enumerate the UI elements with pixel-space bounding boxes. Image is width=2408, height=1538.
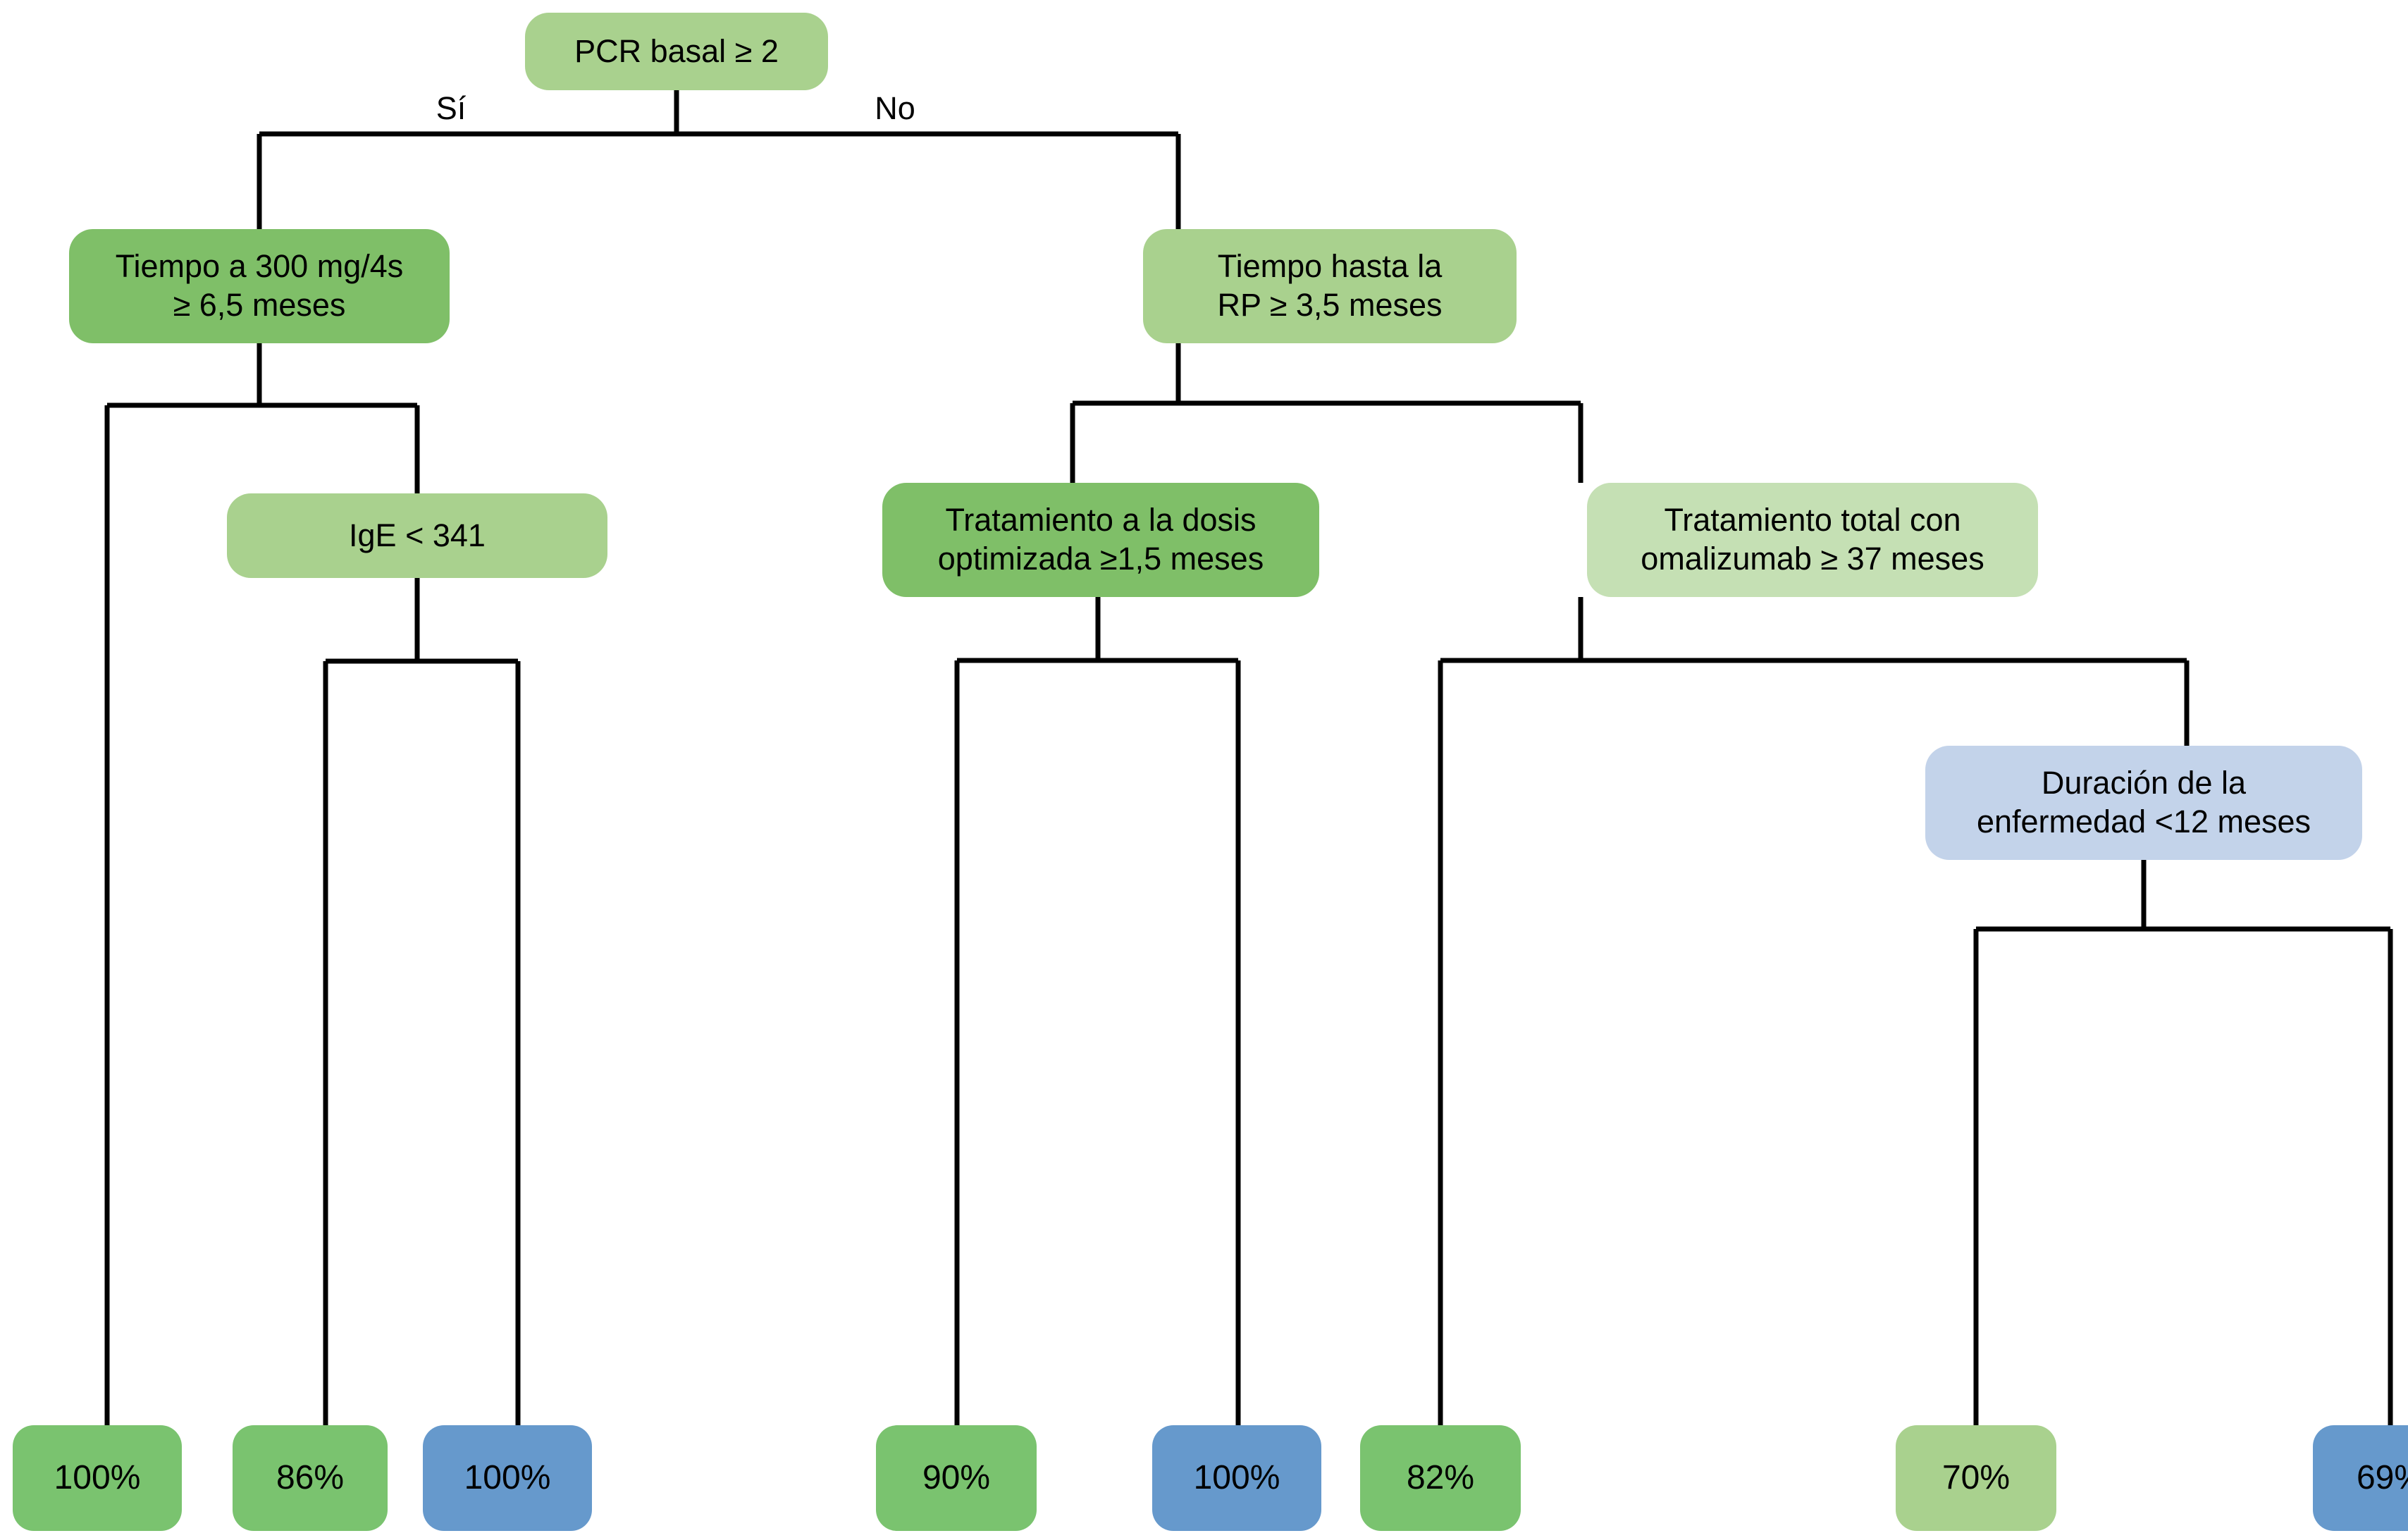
leaf-node-1-value: 100% <box>54 1458 141 1496</box>
leaf-node-5[interactable]: 100% <box>1152 1425 1321 1531</box>
branch-label-yes: Sí <box>436 90 467 126</box>
node-ige[interactable]: IgE < 341 <box>227 493 607 578</box>
leaf-node-6[interactable]: 82% <box>1360 1425 1521 1531</box>
leaf-node-4[interactable]: 90% <box>876 1425 1037 1531</box>
node-dosis-optimizada-label: Tratamiento a la dosis optimizada ≥1,5 m… <box>937 502 1264 577</box>
node-root[interactable]: PCR basal ≥ 2 <box>525 13 828 90</box>
branch-label-no: No <box>875 90 915 126</box>
leaf-node-3-value: 100% <box>464 1458 551 1496</box>
leaf-node-1[interactable]: 100% <box>13 1425 182 1531</box>
node-tratamiento-total[interactable]: Tratamiento total con omalizumab ≥ 37 me… <box>1587 483 2038 597</box>
leaf-node-2[interactable]: 86% <box>233 1425 388 1531</box>
leaf-node-2-value: 86% <box>276 1458 345 1496</box>
node-tiempo-300mg[interactable]: Tiempo a 300 mg/4s ≥ 6,5 meses <box>69 229 450 343</box>
node-ige-label: IgE < 341 <box>349 517 486 553</box>
leaf-node-4-value: 90% <box>922 1458 991 1496</box>
leaf-node-6-value: 82% <box>1406 1458 1475 1496</box>
leaf-node-5-value: 100% <box>1193 1458 1280 1496</box>
leaf-node-7[interactable]: 70% <box>1896 1425 2056 1531</box>
leaf-node-3[interactable]: 100% <box>423 1425 592 1531</box>
node-root-label: PCR basal ≥ 2 <box>574 32 779 69</box>
leaf-node-8-value: 69% <box>2356 1458 2408 1496</box>
node-tratamiento-total-label: Tratamiento total con omalizumab ≥ 37 me… <box>1641 502 1984 577</box>
node-duracion-enfermedad-label: Duración de la enfermedad <12 meses <box>1976 765 2311 839</box>
node-duracion-enfermedad[interactable]: Duración de la enfermedad <12 meses <box>1925 746 2362 860</box>
node-tiempo-rp[interactable]: Tiempo hasta la RP ≥ 3,5 meses <box>1143 229 1517 343</box>
leaf-node-8[interactable]: 69% <box>2313 1425 2408 1531</box>
node-tiempo-300mg-label: Tiempo a 300 mg/4s ≥ 6,5 meses <box>115 248 404 323</box>
node-dosis-optimizada[interactable]: Tratamiento a la dosis optimizada ≥1,5 m… <box>882 483 1319 597</box>
leaf-node-7-value: 70% <box>1941 1458 2011 1496</box>
node-tiempo-rp-label: Tiempo hasta la RP ≥ 3,5 meses <box>1217 248 1443 323</box>
